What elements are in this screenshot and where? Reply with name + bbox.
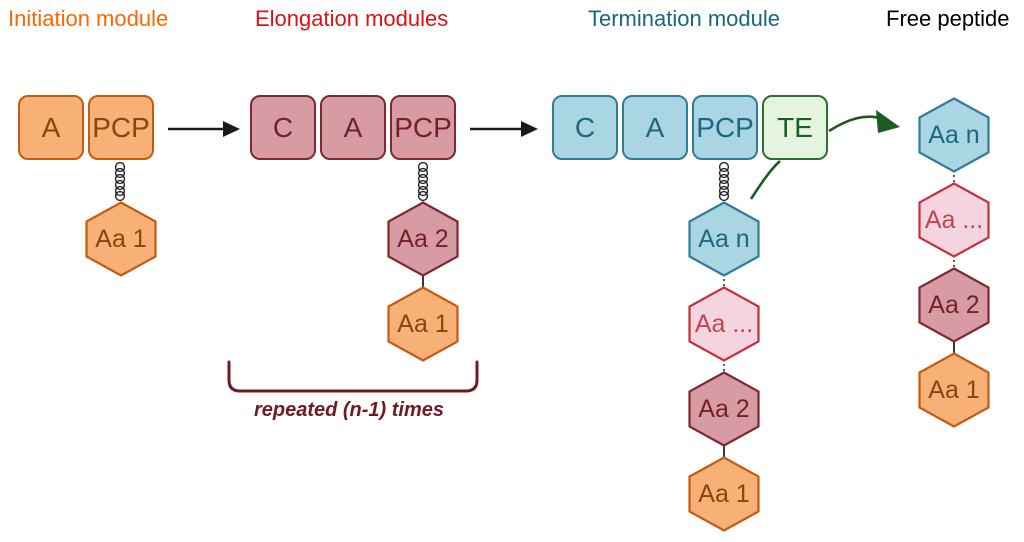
domain-label: A	[343, 111, 363, 143]
domain-box-elongation-c: C	[250, 95, 316, 160]
hexagon-free-aadots: Aa ...	[918, 182, 990, 258]
domain-box-termination-c: C	[552, 95, 618, 160]
domain-box-initiation-pcp: PCP	[88, 95, 154, 160]
domain-label: A	[41, 111, 61, 143]
te-release-curve	[749, 160, 781, 200]
hexagon-termination-aan: Aa n	[688, 201, 760, 277]
domain-box-termination-pcp: PCP	[692, 95, 758, 160]
aa-label: Aa 1	[95, 224, 147, 253]
ppant-coil-elongation	[417, 161, 429, 202]
domain-label: TE	[777, 111, 813, 143]
hexagon-free-aa1: Aa 1	[918, 352, 990, 428]
termination-module-title: Termination module	[588, 6, 780, 31]
aa-label: Aa n	[928, 120, 980, 149]
repeat-bracket	[227, 360, 479, 393]
aa-label: Aa 1	[397, 309, 449, 338]
aa-label: Aa 2	[928, 290, 980, 319]
domain-box-initiation-a: A	[18, 95, 84, 160]
hexagon-initiation-aa1: Aa 1	[85, 201, 157, 277]
repeat-note: repeated (n-1) times	[253, 399, 445, 421]
hexagon-elongation-aa2: Aa 2	[387, 201, 459, 277]
arrow-initiation-to-elongation	[168, 121, 240, 137]
domain-label: PCP	[92, 111, 150, 143]
hexagon-free-aan: Aa n	[918, 97, 990, 173]
aa-label: Aa 2	[698, 394, 750, 423]
elongation-modules-title: Elongation modules	[255, 6, 449, 31]
ppant-coil-termination	[718, 161, 730, 202]
domain-label: C	[574, 111, 596, 143]
aa-label: Aa ...	[694, 309, 754, 338]
domain-label: PCP	[394, 111, 452, 143]
hexagon-elongation-aa1: Aa 1	[387, 286, 459, 362]
aa-label: Aa 2	[397, 224, 449, 253]
domain-label: C	[272, 111, 294, 143]
hexagon-termination-aa2: Aa 2	[688, 371, 760, 447]
domain-label: PCP	[696, 111, 754, 143]
aa-label: Aa 1	[698, 479, 750, 508]
domain-box-termination-te: TE	[762, 95, 828, 160]
domain-box-elongation-pcp: PCP	[390, 95, 456, 160]
aa-label: Aa 1	[928, 375, 980, 404]
free-peptide-title: Free peptide	[886, 6, 1010, 31]
initiation-module-title: Initiation module	[8, 6, 169, 31]
hexagon-termination-aa1: Aa 1	[688, 456, 760, 532]
hexagon-free-aa2: Aa 2	[918, 267, 990, 343]
aa-label: Aa ...	[924, 205, 984, 234]
aa-label: Aa n	[698, 224, 750, 253]
domain-label: A	[645, 111, 665, 143]
te-release-arrow	[828, 110, 900, 133]
domain-box-elongation-a: A	[320, 95, 386, 160]
arrow-elongation-to-termination	[470, 121, 538, 137]
hexagon-termination-aadots: Aa ...	[688, 286, 760, 362]
domain-box-termination-a: A	[622, 95, 688, 160]
ppant-coil-initiation	[114, 161, 126, 202]
